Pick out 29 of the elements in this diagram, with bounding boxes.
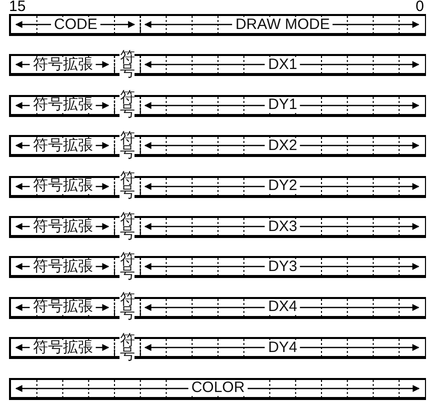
field-label: 符号 — [120, 332, 135, 363]
bit-number: 0 — [416, 0, 424, 15]
field-label: 符号 — [120, 212, 135, 242]
field-label: 符号拡張 — [30, 299, 95, 316]
field-label: 符号拡張 — [30, 178, 95, 194]
field-label: 符号拡張 — [30, 97, 95, 114]
field-label: DX2 — [266, 138, 300, 154]
field-label: 符号 — [120, 292, 135, 322]
field-label: 符号拡張 — [30, 218, 95, 234]
bit-number: 15 — [9, 0, 26, 15]
field-label: COLOR — [189, 380, 247, 396]
field-label: 符号拡張 — [30, 258, 95, 275]
field-label: CODE — [52, 16, 100, 32]
field-label: DY4 — [266, 340, 300, 356]
field-label: 符号拡張 — [30, 56, 95, 73]
field-label: DX3 — [266, 218, 300, 234]
field-label: DX1 — [266, 56, 300, 73]
field-label: 符号 — [120, 252, 135, 282]
register-bar — [9, 14, 426, 36]
field-label: DY1 — [266, 97, 300, 114]
field-label: DY2 — [266, 178, 300, 194]
field-label: DX4 — [266, 299, 300, 316]
field-label: 符号 — [120, 90, 135, 120]
field-label: 符号拡張 — [30, 138, 95, 154]
field-label: DY3 — [266, 258, 300, 275]
field-label: 符号 — [120, 171, 135, 202]
field-label: 符号拡張 — [30, 340, 95, 356]
field-label: 符号 — [120, 130, 135, 161]
field-label: 符号 — [120, 50, 135, 80]
